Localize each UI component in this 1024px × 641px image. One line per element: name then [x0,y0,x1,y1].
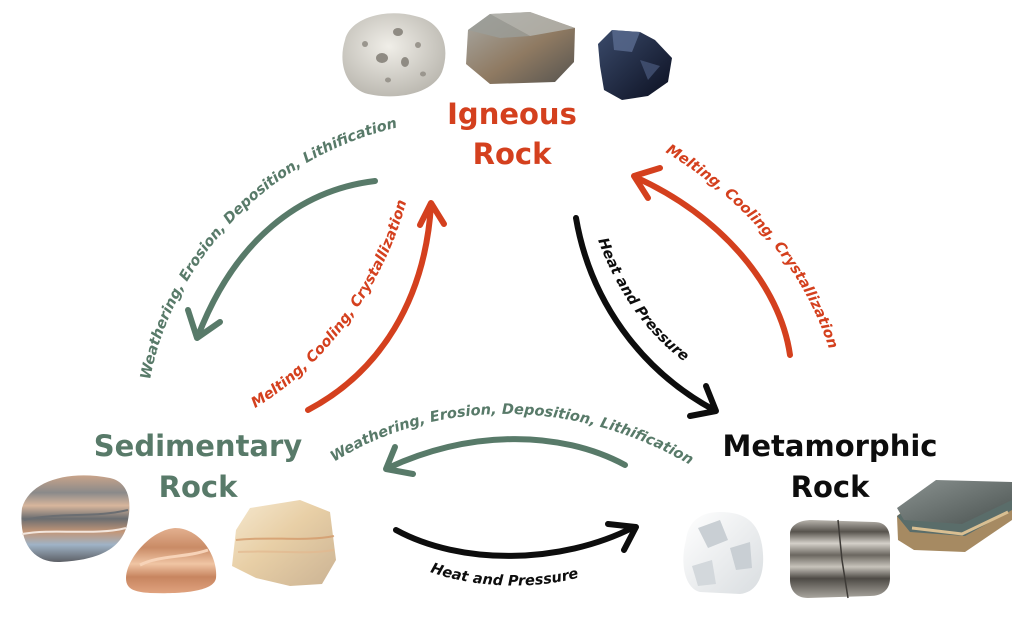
slate-rock-image [897,480,1012,552]
metamorphic-rock-title-line1: Metamorphic [723,429,938,463]
label-sedimentary-to-igneous: Melting, Cooling, Crystallization [249,198,411,412]
arrow-sedimentary-to-igneous [305,200,447,413]
granite-rock-image [466,12,575,84]
label-igneous-to-sedimentary-text: Weathering, Erosion, Deposition, Lithifi… [138,116,398,381]
label-igneous-to-sedimentary: Weathering, Erosion, Deposition, Lithifi… [138,116,398,381]
label-metamorphic-to-sedimentary-text: Weathering, Erosion, Deposition, Lithifi… [328,402,696,468]
sedimentary-rock-title-line2: Rock [159,470,238,504]
arrow-igneous-to-sedimentary [185,178,378,341]
banded-shale-rock-image [21,475,130,563]
sedimentary-rock-title-line1: Sedimentary [94,429,303,463]
sandstone-rock-image [126,528,217,594]
marble-rock-image [683,512,764,594]
label-metamorphic-to-igneous: Melting, Cooling, Crystallization [663,142,841,351]
label-metamorphic-to-igneous-text: Melting, Cooling, Crystallization [663,142,841,351]
arrow-metamorphic-to-igneous [631,165,793,358]
label-sedimentary-to-metamorphic: Heat and Pressure [429,561,581,590]
metamorphic-rock-title-line2: Rock [791,470,870,504]
limestone-rock-image [232,500,336,586]
arrow-metamorphic-to-sedimentary [383,436,628,477]
obsidian-rock-image [598,30,672,100]
pumice-rock-image [342,13,446,97]
igneous-samples [342,12,672,100]
igneous-rock-title-line1: Igneous [447,97,577,131]
label-sedimentary-to-igneous-text: Melting, Cooling, Crystallization [249,198,411,412]
label-igneous-to-metamorphic: Heat and Pressure [594,236,691,365]
sedimentary-samples [21,475,336,594]
label-sedimentary-to-metamorphic-text: Heat and Pressure [429,561,581,590]
arrow-sedimentary-to-metamorphic [393,521,639,559]
label-metamorphic-to-sedimentary: Weathering, Erosion, Deposition, Lithifi… [328,402,696,468]
igneous-rock-title-line2: Rock [473,137,552,171]
gneiss-rock-image [790,519,890,599]
arrow-igneous-to-metamorphic [573,215,719,419]
metamorphic-samples [683,480,1012,599]
label-igneous-to-metamorphic-text: Heat and Pressure [594,236,691,365]
